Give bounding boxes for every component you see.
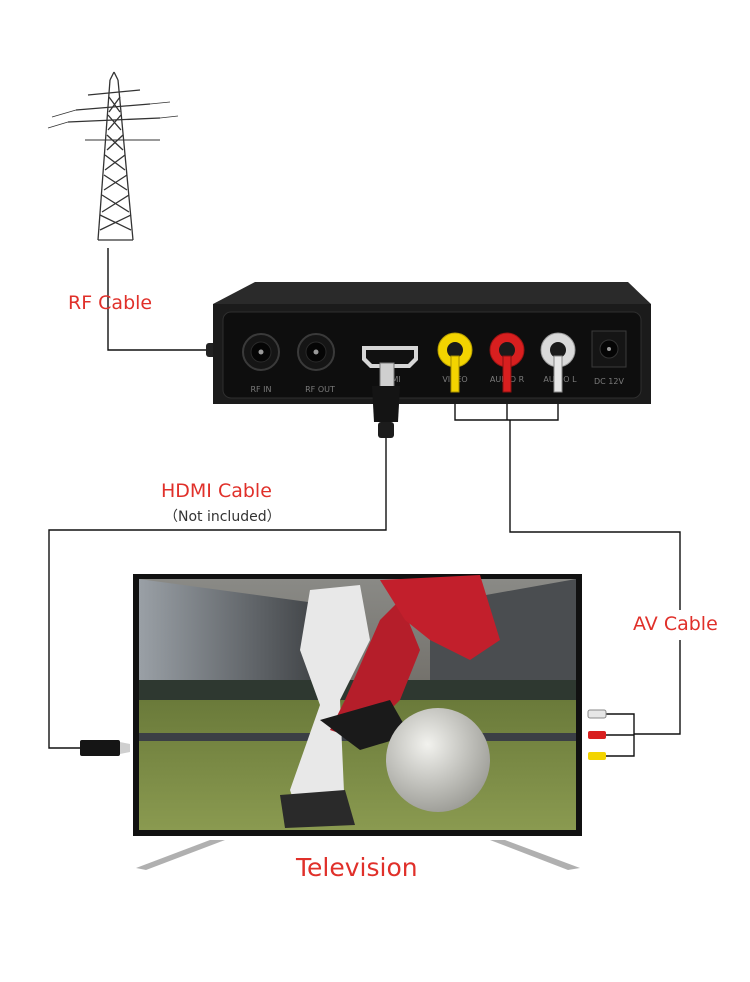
av-cable-line [509, 420, 681, 610]
hdmi-plug-icon [372, 362, 400, 438]
dc-port: DC 12V [591, 330, 627, 386]
tv-rca-plugs-icon [587, 709, 607, 760]
av-cable-label: AV Cable [633, 613, 718, 635]
rf-in-label: RF IN [250, 385, 271, 394]
rf-in-port: RF IN [242, 333, 280, 394]
power-tower-icon [47, 71, 179, 241]
hdmi-cable-line [48, 436, 387, 749]
rf-cable-line [107, 248, 210, 351]
soccer-ball [386, 708, 490, 812]
dc-label: DC 12V [594, 377, 624, 386]
rca-plug-icon [450, 355, 563, 393]
hdmi-not-included-note: （Not included） [164, 509, 281, 525]
hdmi-cable-label: HDMI Cable [161, 480, 272, 502]
television [133, 574, 582, 870]
rf-cable-label: RF Cable [68, 292, 153, 314]
rf-out-port: RF OUT [297, 333, 335, 394]
rf-out-label: RF OUT [305, 385, 335, 394]
set-top-box: RF IN RF OUT HDMI VIDEO AUDIO R [213, 282, 651, 404]
cables [48, 248, 681, 757]
tv-hdmi-plug-icon [80, 740, 130, 756]
soccer-players [280, 575, 500, 828]
television-label: Television [296, 853, 418, 882]
